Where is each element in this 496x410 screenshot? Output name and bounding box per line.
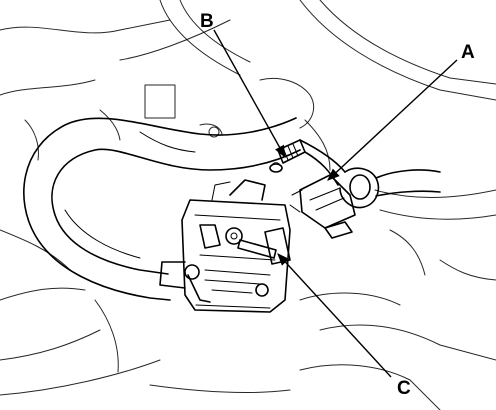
leader-c xyxy=(277,253,392,378)
connector-assembly-a xyxy=(289,139,441,239)
valve-housing-c xyxy=(159,179,291,313)
callout-c-label: C xyxy=(397,378,411,399)
curved-hose xyxy=(23,117,301,301)
callout-b-label: B xyxy=(200,11,214,32)
callout-leaders xyxy=(213,29,458,378)
callout-a-label: A xyxy=(461,42,475,63)
leader-b xyxy=(213,29,286,159)
leader-a xyxy=(327,59,458,181)
